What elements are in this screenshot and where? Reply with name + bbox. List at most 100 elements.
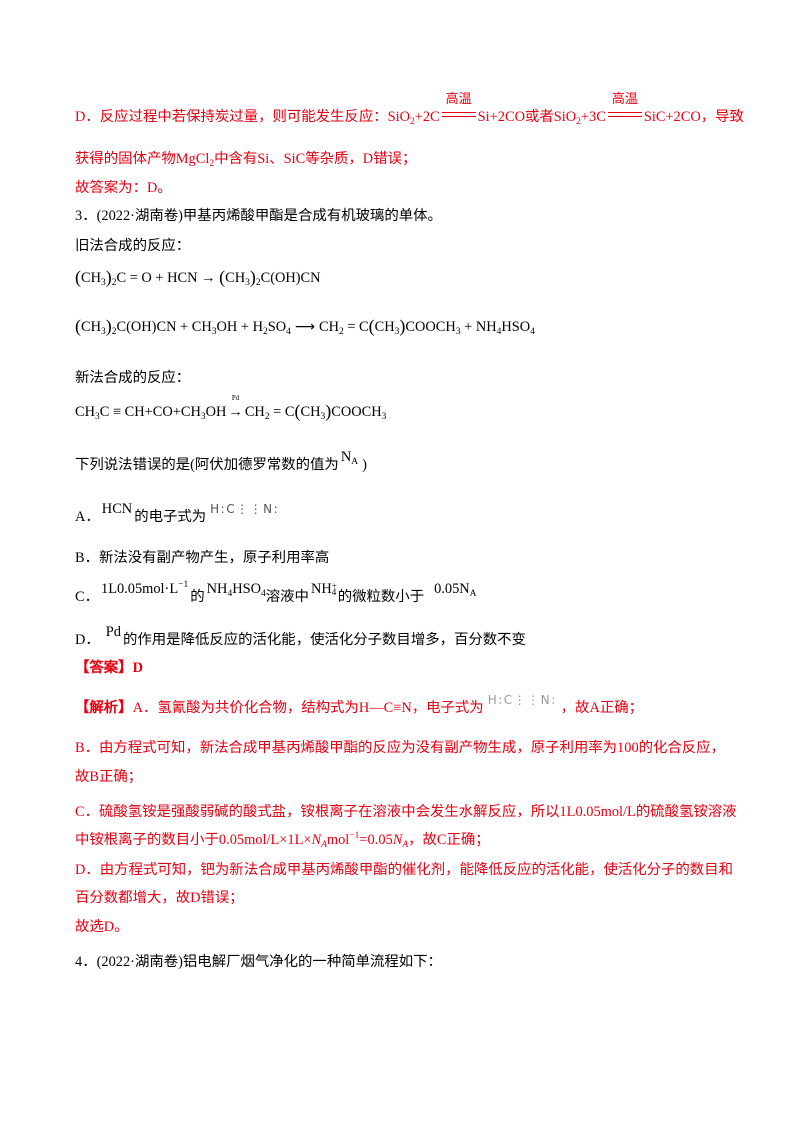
text-run: SiC+2CO，导致 xyxy=(643,109,744,125)
formula-run: + NH xyxy=(460,319,497,335)
subscript: 2 xyxy=(111,278,117,288)
sub-superscript: +4 xyxy=(331,581,338,597)
formula-run: CH xyxy=(244,404,265,420)
subscript: 3 xyxy=(245,278,250,288)
subscript: 3 xyxy=(381,412,387,422)
subscript: 2 xyxy=(209,159,215,169)
formula-run: CH xyxy=(374,319,395,335)
subscript: 2 xyxy=(410,117,415,127)
text-run: A．氢氰酸为共价化合物，结构式为H—C≡N，电子式为 xyxy=(132,700,484,716)
formula-run: N xyxy=(392,832,403,848)
formula-run: N xyxy=(311,832,322,848)
formula-run: =0.05 xyxy=(359,832,393,848)
formula-run: 0.05N xyxy=(434,581,470,597)
formula-run: CH xyxy=(81,270,101,286)
formula-run: 1L0.05mol·L xyxy=(101,581,179,597)
formula-run: COOCH xyxy=(405,319,456,335)
q3-old-equation-1: (CH3)2C = O + HCN → (CH3)2C(OH)CN xyxy=(75,268,321,288)
condition-label: 高温 xyxy=(611,91,638,106)
subscript: 2 xyxy=(255,278,261,288)
formula-run: COOCH xyxy=(331,404,382,420)
superscript: −1 xyxy=(349,831,360,841)
text-run: 的作用是降低反应的活化能，使活化分子数目增多，百分数不变 xyxy=(123,632,526,648)
formula-run: = C xyxy=(269,404,295,420)
option-letter: C． xyxy=(75,589,99,605)
subscript: 3 xyxy=(200,412,206,422)
q2-conclusion: 故答案为：D。 xyxy=(75,180,172,196)
answer-label: 【答案】 xyxy=(75,660,133,676)
formula-run: C ≡ CH+CO+CH xyxy=(99,404,201,420)
q3-option-b: B．新法没有副产物产生，原子利用率高 xyxy=(75,550,330,566)
q3-new-method-label: 新法合成的反应： xyxy=(75,370,191,386)
q3-old-equation-2: (CH3)2C(OH)CN + CH3OH + H2SO4⟶CH2 = C(CH… xyxy=(75,317,535,337)
reaction-condition-equals: 高温 xyxy=(441,92,476,117)
salt-formula: NH4HSO4 xyxy=(207,581,266,599)
subscript: 3 xyxy=(455,327,461,337)
subscript: 3 xyxy=(320,412,326,422)
formula-run: OH xyxy=(205,404,227,420)
answer-value: D xyxy=(132,660,143,676)
q2-option-d-continuation: 获得的固体产物MgCl2中含有Si、SiC等杂质，D错误； xyxy=(75,149,416,169)
q3-old-method-label: 旧法合成的反应： xyxy=(75,238,191,254)
electron-formula: H:C⋮⋮N: xyxy=(210,502,280,516)
paren: ) xyxy=(249,267,256,287)
subscript: A xyxy=(469,589,477,599)
superscript: −1 xyxy=(178,580,189,590)
formula-run: Pd xyxy=(105,624,121,640)
q4-stem: 4．(2022·湖南卷)铝电解厂烟气净化的一种简单流程如下： xyxy=(75,954,442,970)
subscript: A xyxy=(321,840,327,850)
paren: ( xyxy=(219,267,226,287)
subscript: A xyxy=(351,457,359,467)
subscript: A xyxy=(402,840,409,850)
formula-run: HSO xyxy=(501,319,531,335)
subscript: 3 xyxy=(101,327,106,337)
subscript: 4 xyxy=(331,587,337,597)
condition-label: 高温 xyxy=(445,91,472,106)
reaction-arrow: → xyxy=(228,404,243,420)
text-run: D．反应过程中若保持炭过量，则可能发生反应：SiO xyxy=(75,109,410,125)
formula-run: CH xyxy=(75,404,95,420)
text-run: +3C xyxy=(580,109,606,125)
long-arrow: ⟶ xyxy=(294,319,315,335)
concentration-formula: 1L0.05mol·L−1 xyxy=(101,580,189,597)
subscript: 4 xyxy=(261,589,266,599)
q3-analysis-d-line2: 百分数都增大，故D错误； xyxy=(75,890,244,906)
subscript: 4 xyxy=(286,327,291,337)
subscript: 2 xyxy=(264,412,270,422)
paren: ( xyxy=(75,267,81,287)
q3-analysis-c-line1: C．硫酸氢铵是强酸弱碱的酸式盐，铵根离子在溶液中会发生水解反应，所以1L0.05… xyxy=(75,804,737,820)
formula-run: HCN xyxy=(101,501,133,517)
text-run: 的 xyxy=(190,589,205,605)
formula-run: = C xyxy=(343,319,369,335)
text-run: 溶液中 xyxy=(265,589,309,605)
reaction-condition-equals: 高温 xyxy=(607,92,642,117)
text-run: 的电子式为 xyxy=(134,509,207,525)
subscript: 3 xyxy=(101,278,106,288)
option-letter: A． xyxy=(75,509,100,525)
formula-run: OH + H xyxy=(216,319,264,335)
particle-count-formula: 0.05NA xyxy=(434,581,477,599)
subscript: 3 xyxy=(394,327,400,337)
formula-run: CH xyxy=(319,319,339,335)
subscript: 2 xyxy=(339,327,344,337)
text-run: ，故A正确； xyxy=(560,700,644,716)
formula-run: HSO xyxy=(232,581,261,597)
paren: ) xyxy=(325,401,332,421)
paren: ( xyxy=(368,316,375,336)
formula-run: C(OH)CN xyxy=(260,270,321,286)
subscript: 4 xyxy=(530,327,535,337)
text-run: 中铵根离子的数目小于0.05mol/L×1L× xyxy=(75,832,312,848)
paren: ) xyxy=(399,316,406,336)
q3-analysis-conclusion: 故选D。 xyxy=(75,919,129,935)
option-letter: D． xyxy=(75,632,100,648)
superscript: + xyxy=(331,581,337,591)
q3-analysis-b-line1: B．由方程式可知，新法合成甲基丙烯酸甲酯的反应为没有副产物生成，原子利用率为10… xyxy=(75,740,725,756)
paren: ) xyxy=(105,316,112,336)
paren: ) xyxy=(105,267,112,287)
